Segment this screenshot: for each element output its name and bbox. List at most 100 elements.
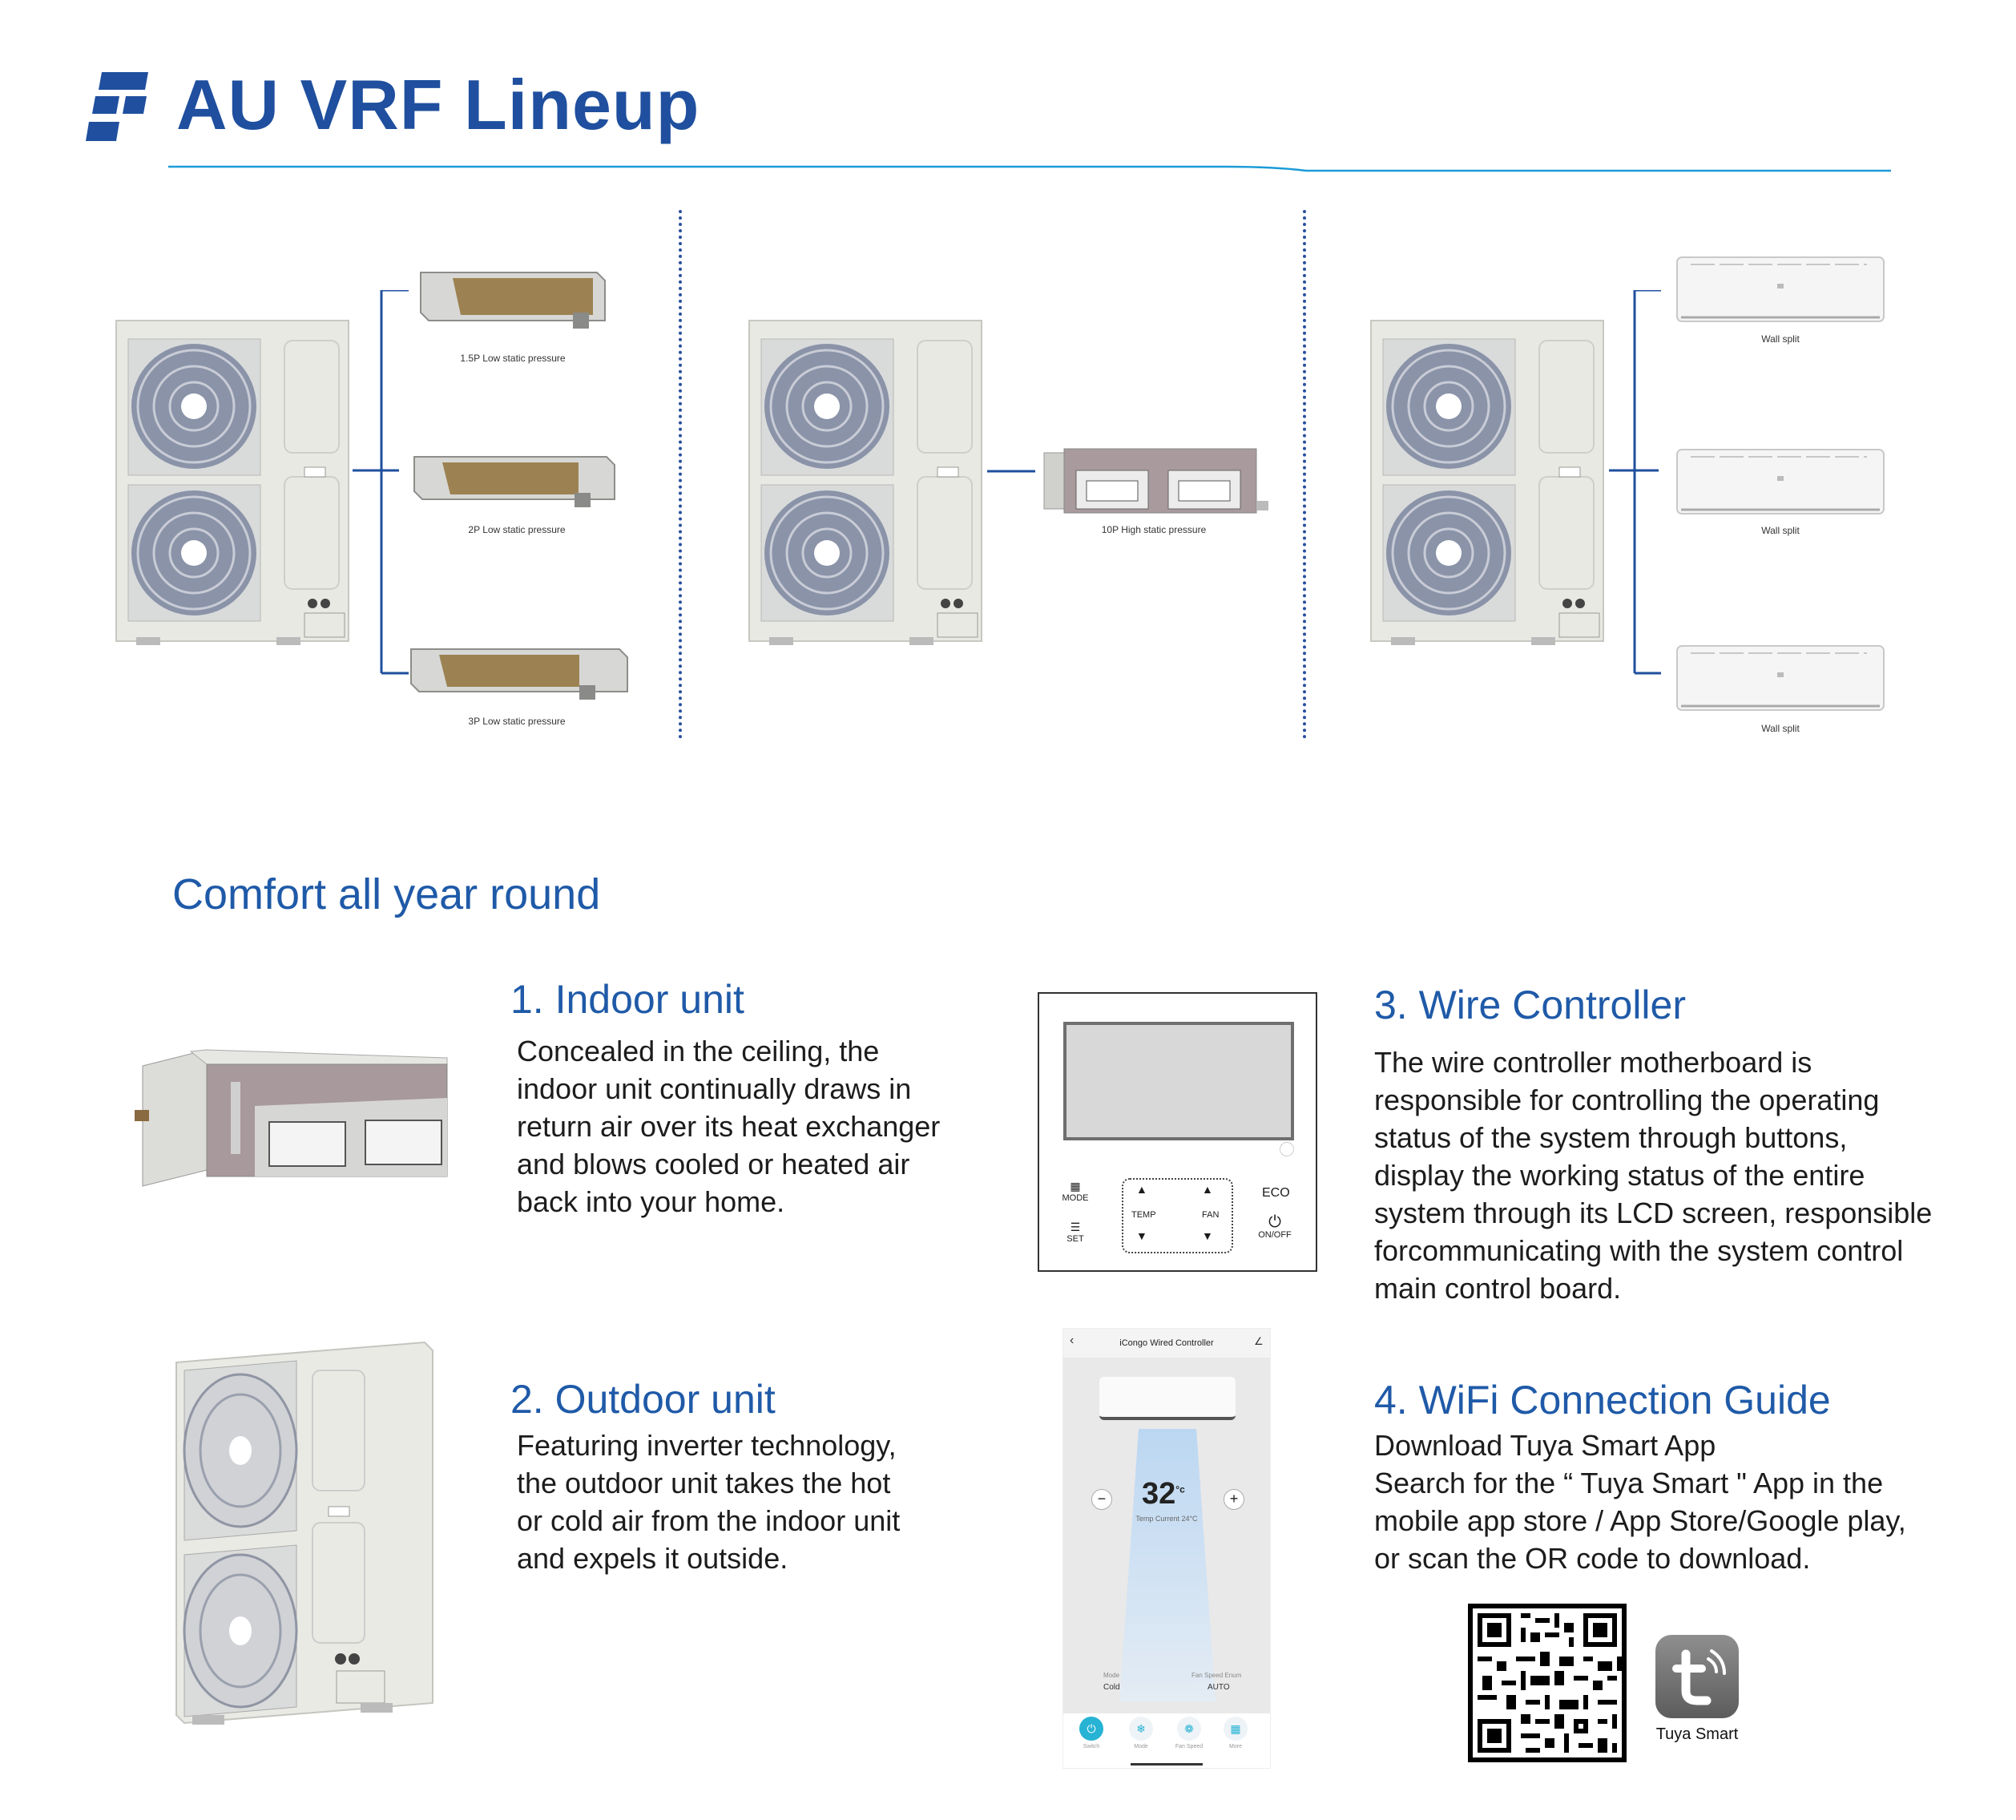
set-button: ☰ SET — [1062, 1221, 1089, 1244]
wall-split-image-1 — [1675, 255, 1887, 327]
caption-2p: 2P Low static pressure — [468, 524, 566, 535]
indoor-unit-image — [135, 1034, 455, 1194]
temperature-unit: °c — [1175, 1483, 1185, 1495]
outdoor-line: or cold air from the indoor unit — [517, 1504, 901, 1537]
caption-3p: 3P Low static pressure — [468, 716, 566, 727]
wall-split-image-3 — [1675, 644, 1887, 716]
snowflake-icon: ❄ — [1129, 1717, 1153, 1741]
more-icon: ▦ — [1224, 1717, 1248, 1741]
qr-code-image[interactable] — [1468, 1604, 1627, 1762]
indoor-line: indoor unit continually draws in — [517, 1072, 912, 1105]
home-indicator — [1131, 1763, 1203, 1766]
outdoor-unit-image-3 — [1367, 317, 1607, 653]
wifi-line: Search for the “ Tuya Smart " App in the — [1374, 1467, 1884, 1499]
indoor-line: back into your home. — [517, 1185, 785, 1218]
wire-line: forcommunicating with the system control — [1374, 1234, 1904, 1267]
caption-wall-split-2: Wall split — [1761, 525, 1800, 536]
page-title: AU VRF Lineup — [176, 65, 700, 144]
app-header — [1063, 1329, 1270, 1358]
fan-label: FAN — [1202, 1210, 1220, 1220]
duct-unit-image-3 — [407, 645, 631, 701]
minus-icon: − — [1091, 1489, 1112, 1510]
wifi-line: mobile app store / App Store/Google play… — [1374, 1504, 1906, 1537]
tab-mode: Mode — [1134, 1744, 1148, 1749]
grid-icon: ▦ — [1070, 1180, 1081, 1192]
outdoor-line: and expels it outside. — [517, 1542, 788, 1575]
caption-10p: 10P High static pressure — [1101, 524, 1207, 535]
onoff-label: ON/OFF — [1258, 1230, 1292, 1240]
temperature-number: 32 — [1142, 1477, 1176, 1511]
divider-2 — [1303, 210, 1306, 739]
outdoor-line: Featuring inverter technology, — [517, 1429, 897, 1462]
connector-lines-1 — [353, 290, 409, 675]
connector-line-2 — [987, 469, 1035, 474]
comfort-title: Comfort all year round — [172, 870, 601, 918]
current-temp: Temp Current 24°C — [1135, 1515, 1198, 1523]
edit-icon: ∠ — [1254, 1335, 1264, 1347]
menu-icon: ☰ — [1070, 1221, 1081, 1233]
caption-wall-split-3: Wall split — [1761, 723, 1800, 734]
temp-up-icon: ▲ — [1136, 1183, 1147, 1196]
fan-up-icon: ▲ — [1202, 1183, 1213, 1196]
caption-wall-split-1: Wall split — [1761, 333, 1800, 345]
mode-label: MODE — [1062, 1193, 1089, 1203]
wire-line: status of the system through buttons, — [1374, 1121, 1848, 1154]
mode-button: ▦ MODE — [1062, 1180, 1089, 1203]
eco-label: ECO — [1262, 1186, 1290, 1200]
indoor-line: return air over its heat exchanger — [517, 1110, 941, 1143]
connector-lines-3 — [1609, 290, 1665, 675]
power-button: ⏻ ON/OFF — [1257, 1214, 1292, 1240]
indoor-heading: 1. Indoor unit — [510, 977, 744, 1022]
back-icon: ‹ — [1070, 1334, 1075, 1347]
wire-heading: 3. Wire Controller — [1374, 983, 1686, 1027]
mode-caption: Mode — [1103, 1672, 1120, 1679]
set-label: SET — [1066, 1234, 1084, 1244]
fan-down-icon: ▼ — [1202, 1229, 1213, 1242]
outdoor-heading: 2. Outdoor unit — [510, 1377, 776, 1422]
duct-unit-image-2 — [410, 453, 619, 509]
tab-switch: Switch — [1083, 1744, 1100, 1749]
tuya-app-icon[interactable] — [1655, 1635, 1739, 1718]
tuya-label: Tuya Smart — [1655, 1725, 1739, 1743]
brand-logo — [84, 72, 148, 144]
indoor-line: Concealed in the ceiling, the — [517, 1035, 880, 1067]
outdoor-description: Featuring inverter technology, the outdo… — [517, 1427, 900, 1577]
outdoor-unit-image-large — [168, 1338, 441, 1731]
tab-more: More — [1229, 1744, 1242, 1749]
high-static-duct-image — [1040, 445, 1272, 517]
wifi-line: or scan the OR code to download. — [1374, 1542, 1811, 1575]
wifi-description: Download Tuya Smart App Search for the “… — [1374, 1427, 1906, 1577]
sensor-icon — [1280, 1142, 1294, 1156]
wire-controller-image: ▦ MODE ☰ SET ▲ ▲ TEMP FAN ▼ ▼ ECO ⏻ ON/O… — [1038, 992, 1317, 1272]
temperature-value: 32°c — [1142, 1477, 1185, 1511]
mode-value: Cold — [1103, 1683, 1120, 1692]
switch-icon: ⏻ — [1079, 1717, 1103, 1741]
wifi-line: Download Tuya Smart App — [1374, 1429, 1716, 1462]
ac-unit-icon — [1099, 1377, 1236, 1420]
indoor-line: and blows cooled or heated air — [517, 1148, 910, 1180]
divider-1 — [679, 210, 682, 739]
wire-line: display the working status of the entire — [1374, 1159, 1865, 1192]
temp-fan-pad: ▲ ▲ TEMP FAN ▼ ▼ — [1122, 1178, 1233, 1253]
outdoor-line: the outdoor unit takes the hot — [517, 1467, 891, 1499]
temp-label: TEMP — [1131, 1210, 1156, 1220]
wall-split-image-2 — [1675, 447, 1887, 519]
tab-fan-speed: Fan Speed — [1175, 1744, 1204, 1749]
duct-unit-image-1 — [417, 268, 609, 333]
outdoor-unit-image-2 — [745, 317, 986, 653]
phone-app-screenshot: ‹ iCongo Wired Controller ∠ − + 32°c Tem… — [1062, 1328, 1271, 1769]
caption-1-5p: 1.5P Low static pressure — [460, 353, 566, 364]
wire-description: The wire controller motherboard is respo… — [1374, 1043, 1932, 1307]
indoor-description: Concealed in the ceiling, the indoor uni… — [517, 1032, 940, 1221]
wire-line: The wire controller motherboard is — [1374, 1046, 1812, 1079]
lcd-screen — [1063, 1022, 1294, 1140]
wifi-heading: 4. WiFi Connection Guide — [1374, 1378, 1831, 1423]
wire-line: responsible for controlling the operatin… — [1374, 1084, 1880, 1116]
title-underline — [168, 164, 1891, 172]
fan-caption: Fan Speed Enum — [1191, 1672, 1242, 1679]
fan-icon: ❁ — [1177, 1717, 1201, 1741]
app-title: iCongo Wired Controller — [1119, 1338, 1214, 1348]
plus-icon: + — [1224, 1489, 1244, 1510]
fan-value: AUTO — [1208, 1683, 1230, 1692]
wire-line: main control board. — [1374, 1272, 1622, 1305]
